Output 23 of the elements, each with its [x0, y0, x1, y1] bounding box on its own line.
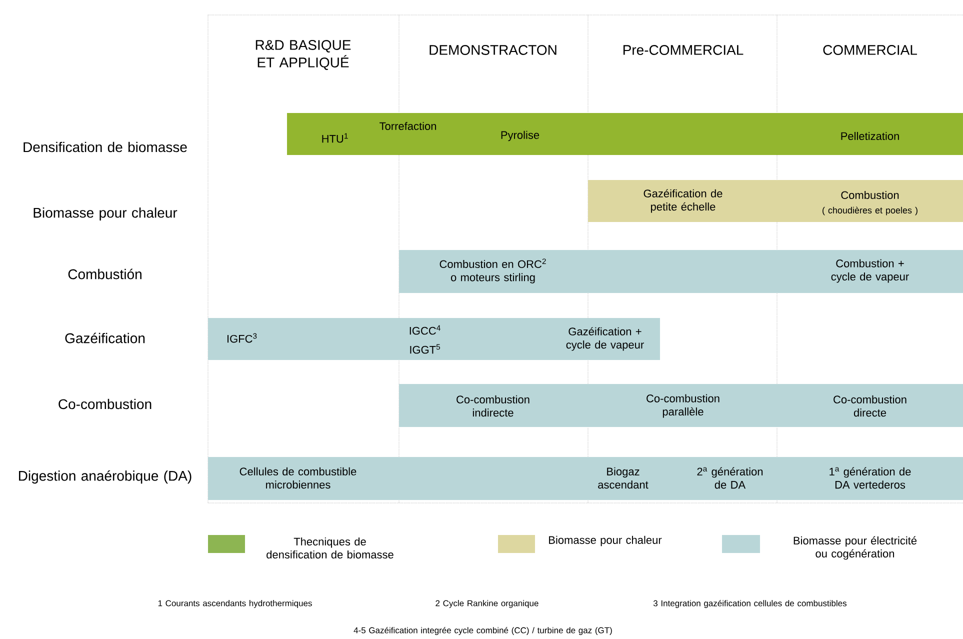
bar: Gazéification de petite échelle Combustion ( choudières et poeles )	[588, 180, 963, 222]
bar: Combustion en ORC$^{2}$ o moteurs stirling Combustion + cycle de vapeur	[399, 250, 963, 293]
row-label: Biomasse pour chaleur	[34, 207, 178, 220]
legend-label: Biomasse pour électricité ou cogénération	[794, 536, 917, 560]
footnote: 3 Integration gazéification cellules de combustibles	[653, 600, 846, 608]
footnote: 2 Cycle Rankine organique	[436, 600, 538, 608]
legend-label: Thecniques de densification de biomasse	[266, 537, 394, 559]
row-label: Digestion anaérobique (DA)	[19, 470, 192, 484]
row-label: Gazéification	[65, 332, 145, 344]
footnote: 1 Courants ascendants hydrothermiques	[158, 600, 312, 608]
bar: IGFC$^{3}$ IGCC$^{4}$ IGGT$^{5}$ Gazéification + cycle de vapeur	[208, 318, 660, 360]
bar: Cellules de combustible microbiennes Biogaz ascendant 2$^{a}$ génération de DA 1$^{a}$ génération de DA vertederos	[208, 456, 963, 500]
row-label: Densification de biomasse	[24, 142, 187, 152]
column-header: Pre-COMMERCIAL	[623, 45, 744, 55]
row-label: Co-combustion	[58, 398, 152, 410]
footnote: 4-5 Gazéification integrée cycle combiné (CC) / turbine de gaz (GT)	[354, 626, 612, 635]
row-label: Combustión	[68, 268, 142, 280]
bar: HTU$^{1}$ Torrefaction Pyrolise Pelletization	[287, 113, 963, 155]
column-header: COMMERCIAL	[823, 45, 917, 55]
bar: Co-combustion indirecte Co-combustion parallèle Co-combustion directe	[399, 384, 963, 427]
column-header: DEMONSTRACTON	[430, 45, 556, 55]
column-header: R&D BASIQUE ET APPLIQUÉ	[256, 40, 351, 70]
legend-label: Biomasse pour chaleur	[549, 536, 662, 546]
